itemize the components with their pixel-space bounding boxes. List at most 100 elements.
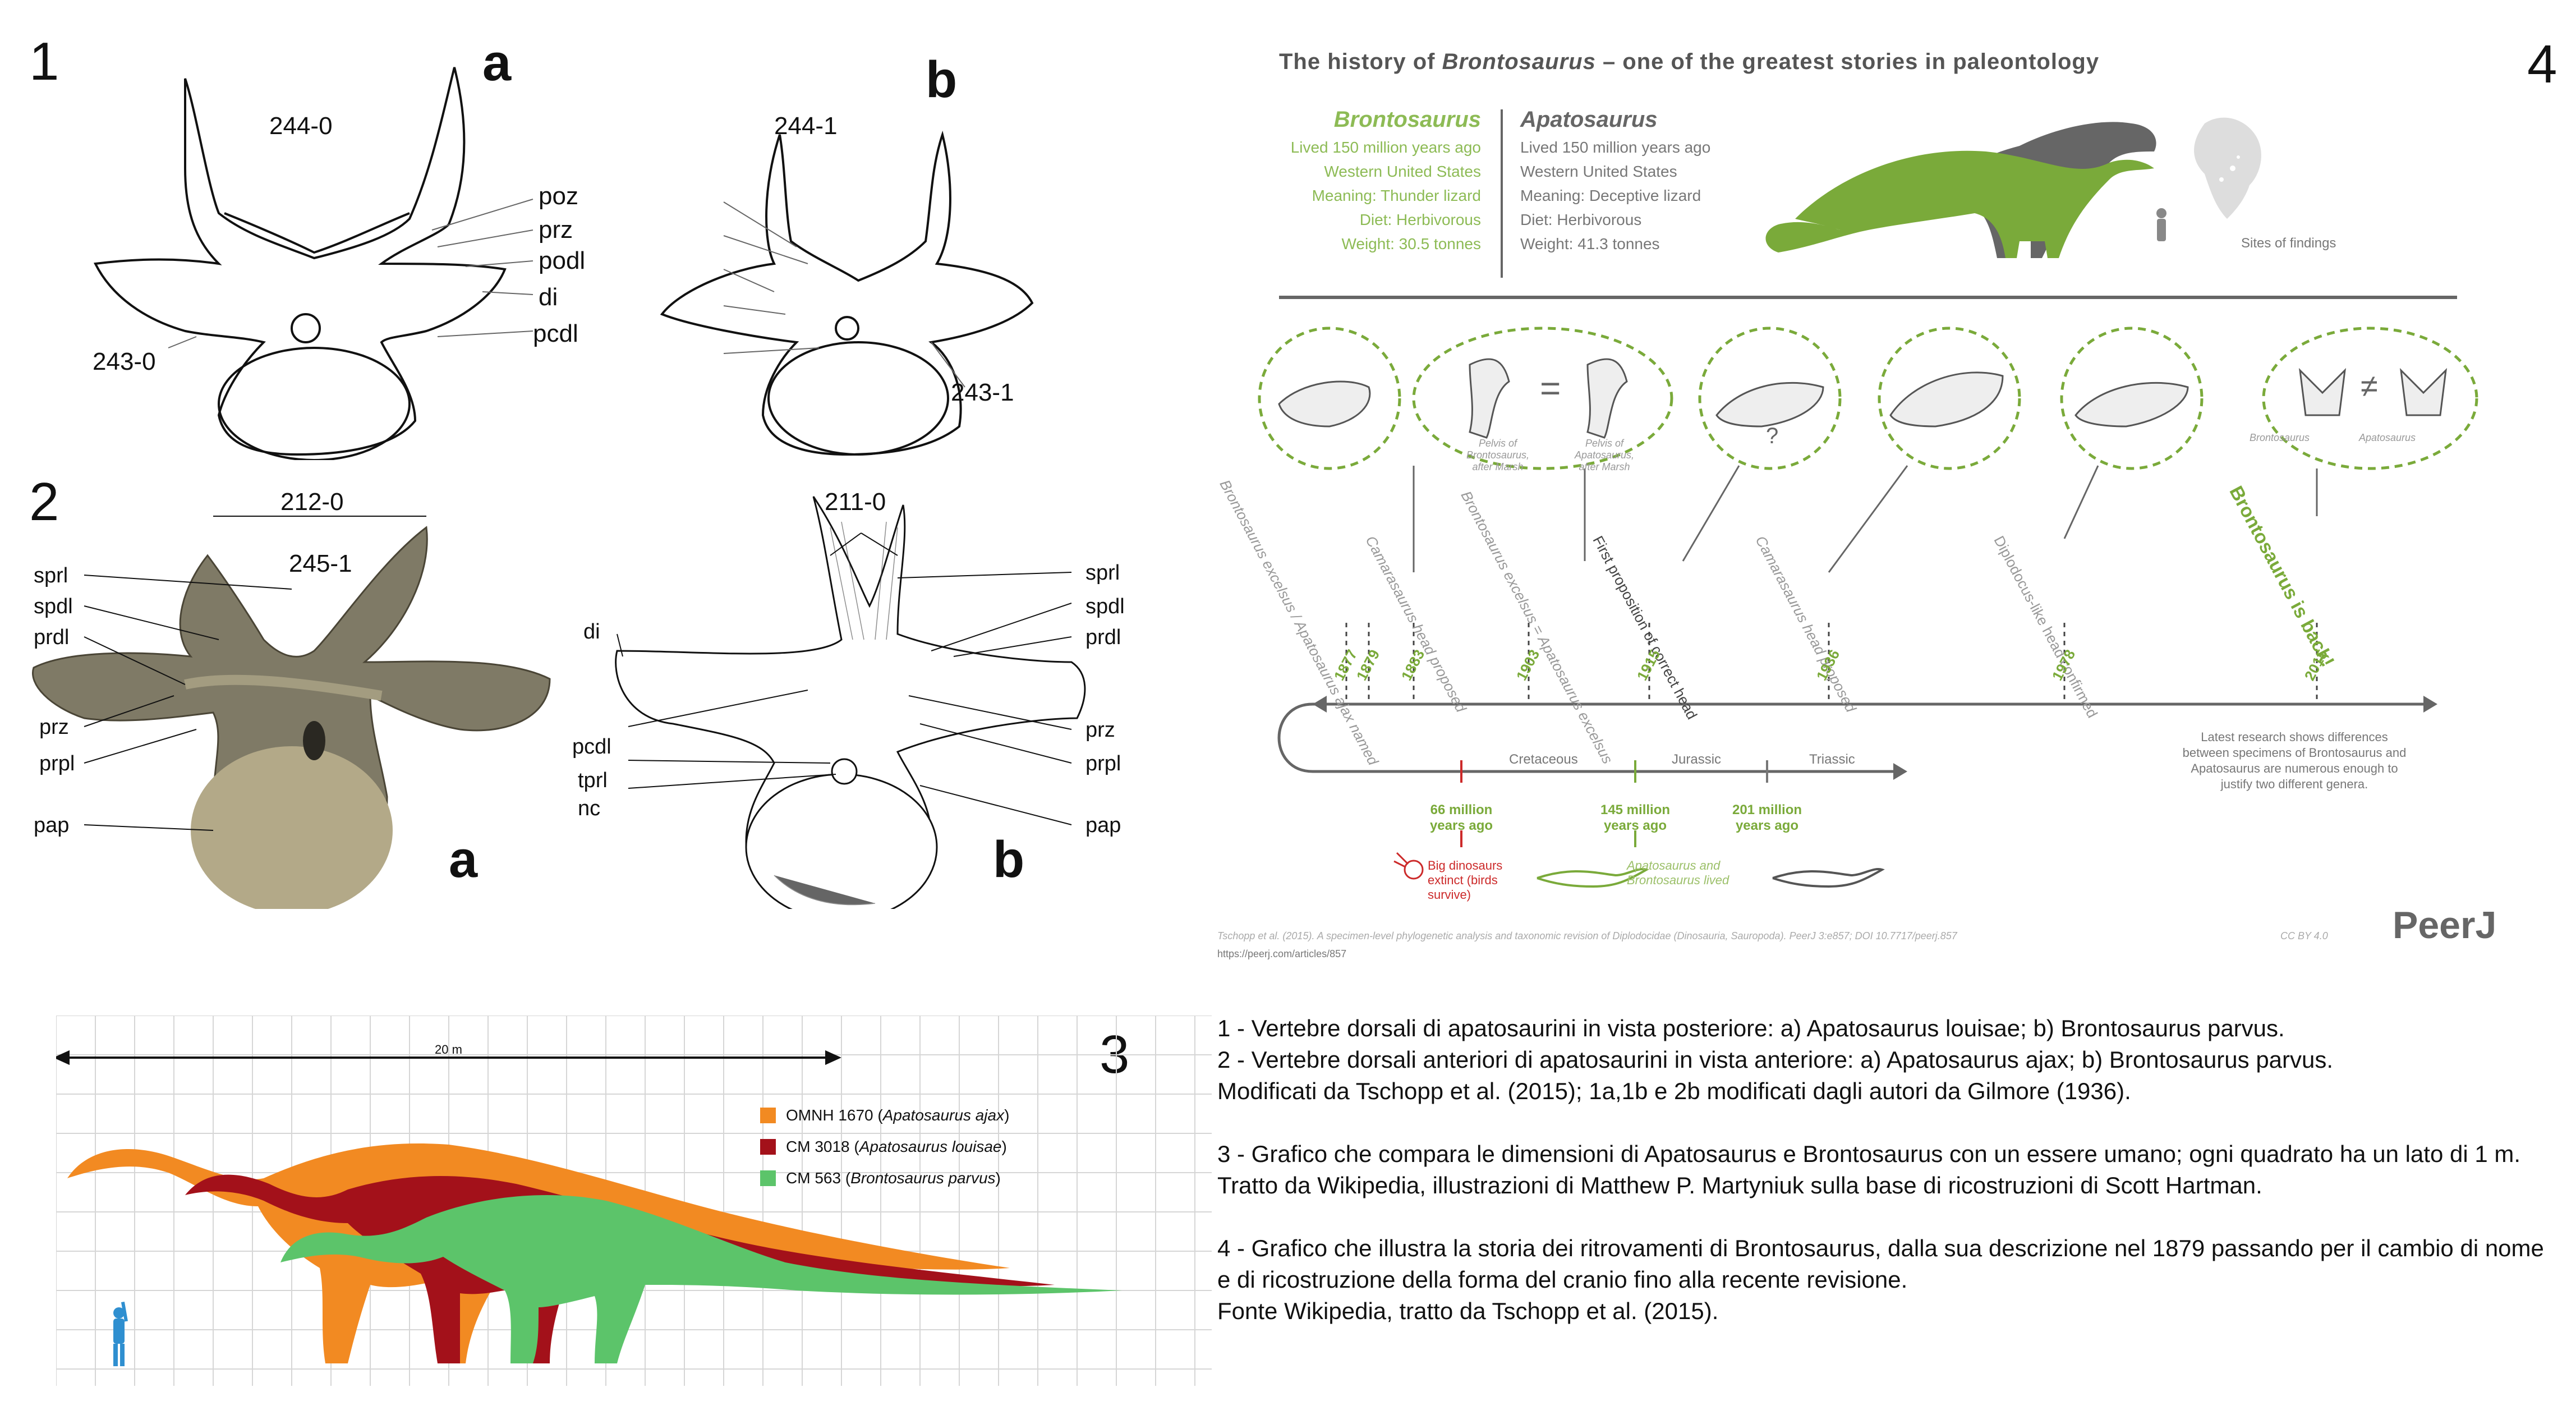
label-2b-di: di xyxy=(583,620,600,644)
bronto-name: Brontosaurus xyxy=(1333,107,1481,132)
legend-species: Apatosaurus ajax xyxy=(882,1106,1005,1124)
mya-66: 66 million years ago xyxy=(1429,802,1493,833)
panel-2b-letter: b xyxy=(993,831,1025,888)
label-211-0: 211-0 xyxy=(825,488,886,516)
label-2a-prpl: prpl xyxy=(39,752,75,775)
legend-swatch xyxy=(760,1170,776,1186)
period-cretaceous: Cretaceous xyxy=(1509,752,1578,767)
legend-item: OMNH 1670 (Apatosaurus ajax) xyxy=(760,1100,1009,1131)
caption-line-4: 4 - Grafico che illustra la storia dei r… xyxy=(1217,1235,2544,1293)
apato-fact: Weight: 41.3 tonnes xyxy=(1520,235,1660,252)
legend-item: CM 563 (Brontosaurus parvus) xyxy=(760,1163,1009,1194)
label-2b-prdl: prdl xyxy=(1085,626,1121,649)
legend-item: CM 3018 (Apatosaurus louisae) xyxy=(760,1131,1009,1163)
brontosaurus-facts: Brontosaurus Lived 150 million years ago… xyxy=(1257,104,1481,256)
label-2b-sprl: sprl xyxy=(1085,561,1120,585)
apatosaurus-facts: Apatosaurus Lived 150 million years ago … xyxy=(1520,104,1756,256)
legend-id: OMNH 1670 xyxy=(786,1106,873,1124)
panel-2a-letter: a xyxy=(449,831,478,888)
apato-fact: Meaning: Deceptive lizard xyxy=(1520,187,1701,204)
bubble-pelvis-eq: = xyxy=(1540,368,1561,408)
label-244-1: 244-1 xyxy=(774,112,838,140)
label-di: di xyxy=(539,283,558,311)
caption-line-2: 2 - Vertebre dorsali anteriori di apatos… xyxy=(1217,1046,2334,1073)
label-pcdl: pcdl xyxy=(533,320,578,347)
source-url: https://peerj.com/articles/857 xyxy=(1217,948,1347,959)
dinosaur-silhouettes xyxy=(1765,117,2261,258)
apato-fact: Lived 150 million years ago xyxy=(1520,139,1711,156)
legend-id: CM 3018 xyxy=(786,1138,850,1155)
label-2a-spdl: spdl xyxy=(34,595,73,618)
caption-line-2b: Modificati da Tschopp et al. (2015); 1a,… xyxy=(1217,1078,2131,1104)
title-pre: The history of xyxy=(1279,49,1442,74)
title-em: Brontosaurus xyxy=(1442,49,1596,74)
label-2a-sprl: sprl xyxy=(34,564,68,587)
silhouette-brontosaurus-parvus xyxy=(280,1195,1122,1363)
bubble-pelvis-caption-b: Pelvis of Apatosaurus, after Marsh xyxy=(1574,438,1635,472)
label-2b-prz: prz xyxy=(1085,718,1115,742)
label-2b-spdl: spdl xyxy=(1085,595,1125,618)
legend-species: Brontosaurus parvus xyxy=(850,1169,996,1187)
bronto-fact: Weight: 30.5 tonnes xyxy=(1341,235,1481,252)
peerj-logo: PeerJ xyxy=(2393,904,2497,947)
label-podl: podl xyxy=(539,247,586,274)
lived-note: Apatosaurus and Brontosaurus lived xyxy=(1627,858,1729,887)
label-243-1: 243-1 xyxy=(951,379,1014,406)
legend-swatch xyxy=(760,1108,776,1123)
source-credit: Tschopp et al. (2015). A specimen-level … xyxy=(1217,930,1957,941)
scale-bar-label: 20 m xyxy=(435,1042,462,1057)
period-triassic: Triassic xyxy=(1809,752,1855,767)
apato-fact: Western United States xyxy=(1520,163,1677,180)
vertebra-1a-drawing xyxy=(93,67,1034,460)
bubble-neq: ≠ xyxy=(2361,368,2378,403)
legend-id: CM 563 xyxy=(786,1169,841,1187)
infographic-title: The history of Brontosaurus – one of the… xyxy=(1279,49,2099,75)
bubble-pelvis-caption-a: Pelvis of Brontosaurus, after Marsh xyxy=(1466,438,1530,472)
label-2b-tprl: tprl xyxy=(578,769,608,792)
panel-2-number: 2 xyxy=(29,472,59,532)
bubble-question: ? xyxy=(1766,424,1779,448)
label-2b-prpl: prpl xyxy=(1085,752,1121,775)
bronto-fact: Meaning: Thunder lizard xyxy=(1312,187,1481,204)
human-silhouette xyxy=(113,1302,128,1366)
license-badge: CC BY 4.0 xyxy=(2280,930,2328,941)
panel-4-number: 4 xyxy=(2527,34,2557,94)
extinction-note: Big dinosaurs extinct (birds survive) xyxy=(1428,858,1503,902)
mya-145: 145 million years ago xyxy=(1600,802,1671,833)
label-244-0: 244-0 xyxy=(269,112,333,140)
label-243-0: 243-0 xyxy=(93,348,156,375)
label-2b-pcdl: pcdl xyxy=(572,735,611,759)
label-2b-pap: pap xyxy=(1085,814,1121,837)
facts-divider xyxy=(1501,109,1503,278)
sites-of-findings: Sites of findings xyxy=(2241,236,2336,251)
silhouette-apatosaurus-louisae xyxy=(185,1174,1055,1363)
bronto-fact: Western United States xyxy=(1324,163,1481,180)
bronto-fact: Lived 150 million years ago xyxy=(1290,139,1481,156)
legend-species: Apatosaurus louisae xyxy=(859,1138,1002,1155)
label-2a-prdl: prdl xyxy=(34,626,70,649)
figure-caption: 1 - Vertebre dorsali di apatosaurini in … xyxy=(1217,1013,2552,1327)
panel-1-number: 1 xyxy=(29,31,59,91)
apato-name: Apatosaurus xyxy=(1520,107,1658,132)
title-post: – one of the greatest stories in paleont… xyxy=(1595,49,2100,74)
timeline-diagram xyxy=(1258,296,2478,888)
label-2a-prz: prz xyxy=(39,715,69,739)
size-legend: OMNH 1670 (Apatosaurus ajax) CM 3018 (Ap… xyxy=(760,1100,1009,1194)
caption-line-3b: Tratto da Wikipedia, illustrazioni di Ma… xyxy=(1217,1172,2262,1198)
label-245-1: 245-1 xyxy=(289,550,352,577)
label-2b-nc: nc xyxy=(578,797,601,820)
apato-fact: Diet: Herbivorous xyxy=(1520,211,1642,228)
period-jurassic: Jurassic xyxy=(1672,752,1722,767)
mya-201: 201 million years ago xyxy=(1732,802,1802,833)
bubble-last-b: Apatosaurus xyxy=(2359,432,2416,443)
caption-line-4b: Fonte Wikipedia, tratto da Tschopp et al… xyxy=(1217,1298,1719,1324)
label-prz: prz xyxy=(539,216,573,244)
caption-line-3: 3 - Grafico che compara le dimensioni di… xyxy=(1217,1141,2521,1167)
label-2a-pap: pap xyxy=(34,814,70,837)
legend-swatch xyxy=(760,1139,776,1155)
caption-line-1: 1 - Vertebre dorsali di apatosaurini in … xyxy=(1217,1015,2285,1041)
vertebra-2-drawings xyxy=(32,496,1086,909)
panel-1b-letter: b xyxy=(926,51,958,108)
panel-1a-letter: a xyxy=(482,34,512,91)
size-comparison-chart xyxy=(56,1016,1212,1386)
